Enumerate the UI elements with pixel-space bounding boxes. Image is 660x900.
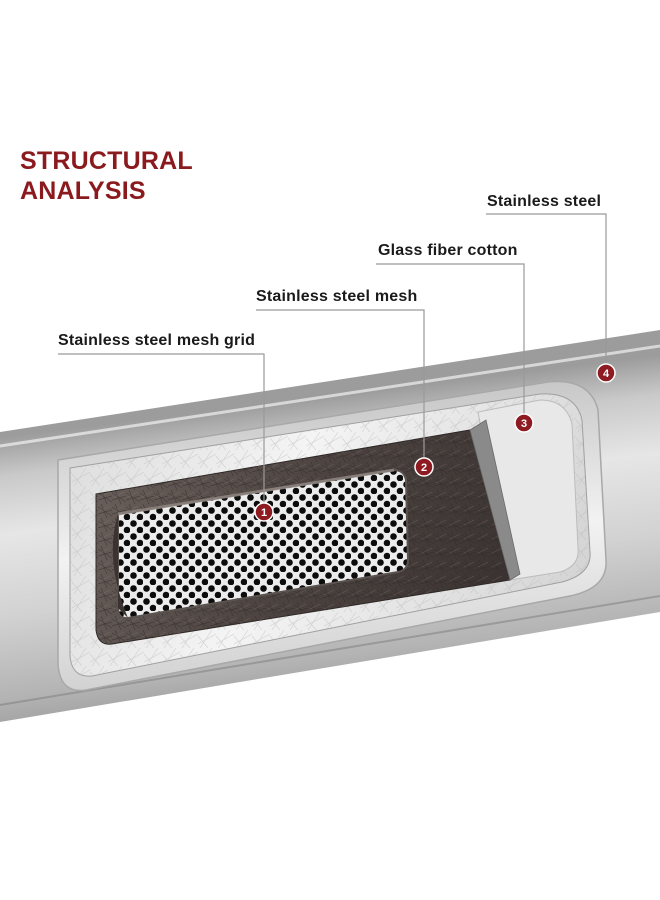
badge-2-number: 2 — [421, 462, 427, 474]
leader-line-2 — [256, 309, 425, 462]
leader-line-3 — [376, 263, 525, 418]
leader-line-4 — [486, 213, 607, 368]
badge-1: 1 — [254, 502, 274, 522]
badge-1-number: 1 — [261, 507, 267, 519]
grid-top-edge — [117, 468, 395, 516]
pipe-top-highlight — [0, 344, 660, 448]
perforated-mesh-grid — [117, 468, 410, 620]
label-stainless-steel: Stainless steel — [487, 193, 602, 210]
label-stainless-steel-mesh: Stainless steel mesh — [256, 288, 418, 305]
badge-4-number: 4 — [603, 368, 610, 380]
label-stainless-steel-mesh-grid: Stainless steel mesh grid — [58, 332, 256, 349]
mesh-end-bevel — [469, 419, 521, 581]
title-line-1: STRUCTURAL — [20, 147, 193, 175]
badge-3-number: 3 — [521, 418, 527, 430]
badge-3: 3 — [514, 413, 534, 433]
badge-2: 2 — [414, 457, 434, 477]
leader-line-1 — [58, 353, 265, 506]
grid-left-end — [112, 514, 128, 618]
title-line-2: ANALYSIS — [20, 177, 146, 205]
pipe-bottom-shadow — [0, 595, 660, 706]
badge-4: 4 — [596, 363, 616, 383]
label-glass-fiber-cotton: Glass fiber cotton — [378, 242, 518, 259]
diagram-title: STRUCTURAL ANALYSIS — [20, 146, 193, 206]
